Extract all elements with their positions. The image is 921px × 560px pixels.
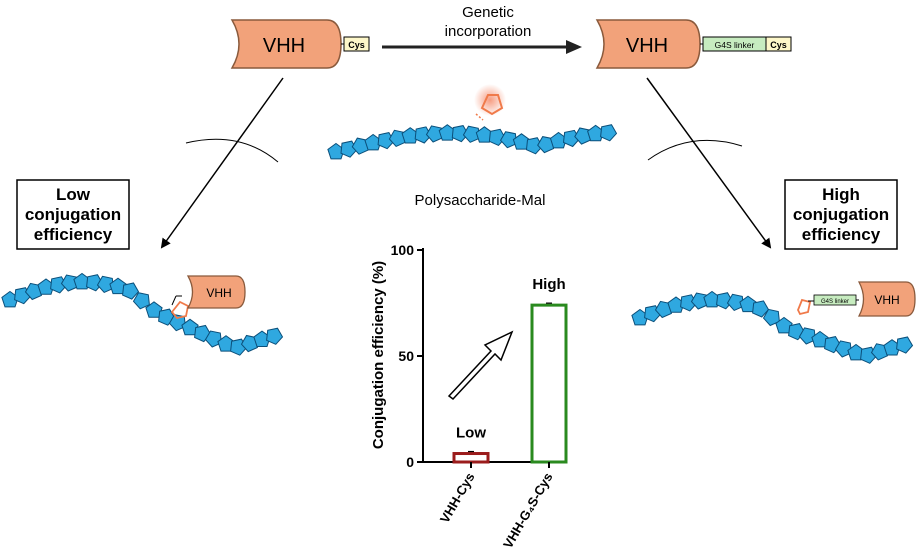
high-box-line1: High [822, 185, 860, 204]
y-tick-label: 50 [398, 348, 414, 364]
genetic-incorporation-arrow: Genetic incorporation [382, 4, 582, 54]
arrow-label-line2: incorporation [445, 23, 532, 40]
sugar-unit [364, 133, 382, 151]
y-tick-label: 100 [391, 242, 415, 258]
low-pathway-arrow [160, 77, 284, 249]
sugar-unit [451, 125, 469, 143]
high-box-line3: efficiency [802, 225, 881, 244]
left-conjugate-vhh: VHH [170, 275, 246, 319]
sugar-unit [132, 292, 150, 310]
maleimide-group [474, 84, 506, 121]
sugar-unit [377, 132, 395, 150]
low-box-line1: Low [56, 185, 91, 204]
bar-vhh-cys [452, 452, 490, 464]
sugar-unit [762, 308, 780, 327]
polysaccharide-chain-right [631, 290, 914, 364]
bar-annotation: High [532, 276, 565, 293]
vhh-body-left [230, 19, 342, 69]
sugar-unit [549, 131, 568, 149]
high-box-line2: conjugation [793, 205, 889, 224]
right-conjugate-linker-label: G4S linker [821, 299, 849, 305]
g4s-linker-label: G4S linker [715, 40, 755, 50]
cys-tag-right [765, 36, 792, 52]
right-conjugate-vhh: G4S linker VHH [797, 281, 916, 317]
vhh-label-left: VHH [263, 35, 305, 57]
sugar-unit [600, 124, 618, 142]
polysaccharide-chain-left [1, 272, 284, 356]
x-category-label: VHH-Cys [437, 470, 478, 526]
sugar-unit [512, 133, 531, 150]
sugar-unit [667, 296, 685, 313]
sugar-unit [50, 276, 68, 294]
sugar-unit [122, 282, 140, 300]
increase-arrow [447, 330, 514, 401]
sugar-unit [752, 300, 770, 318]
cys-label-left: Cys [348, 40, 365, 50]
vhh-cys-construct: VHH Cys [230, 19, 370, 69]
low-efficiency-box: Low conjugation efficiency [16, 179, 130, 250]
sugar-unit [811, 330, 829, 348]
right-conjugate-vhh-label: VHH [874, 293, 899, 307]
low-box-line3: efficiency [34, 225, 113, 244]
polysaccharide-chain-center [327, 124, 618, 160]
sugar-unit [680, 294, 698, 312]
sugar-unit [739, 295, 757, 313]
low-box-line2: conjugation [25, 205, 121, 224]
arrow-label-line1: Genetic [462, 4, 514, 21]
cys-label-right: Cys [770, 40, 787, 50]
sugar-unit [37, 278, 55, 295]
high-pathway-curve [647, 139, 743, 161]
sugar-unit [896, 336, 914, 354]
sugar-unit [562, 129, 581, 148]
sugar-unit [438, 124, 456, 141]
x-category-label: VHH-G₄S-Cys [500, 470, 555, 551]
low-pathway-curve [185, 138, 279, 163]
vhh-g4s-cys-construct: VHH G4S linker Cys [595, 19, 792, 69]
sugar-unit [425, 125, 443, 143]
sugar-unit [798, 327, 816, 345]
left-conjugate-vhh-label: VHH [206, 286, 231, 300]
y-ticks: 0 50 100 [391, 242, 423, 470]
y-axis-title: Conjugation efficiency (%) [370, 261, 387, 449]
sugar-unit [109, 277, 127, 295]
vhh-body-right [595, 19, 701, 69]
bar-annotation: Low [456, 425, 486, 442]
cys-tag-left [343, 36, 370, 52]
sugar-unit [266, 327, 284, 345]
vhh-label-right: VHH [626, 35, 668, 57]
bar-vhh-g4s-cys [530, 303, 568, 464]
y-tick-label: 0 [406, 454, 414, 470]
sugar-unit [181, 318, 199, 336]
high-pathway-arrow [646, 77, 772, 249]
high-efficiency-box: High conjugation efficiency [784, 179, 898, 250]
sugar-unit [499, 131, 518, 149]
polymer-label: Polysaccharide-Mal [415, 192, 546, 209]
